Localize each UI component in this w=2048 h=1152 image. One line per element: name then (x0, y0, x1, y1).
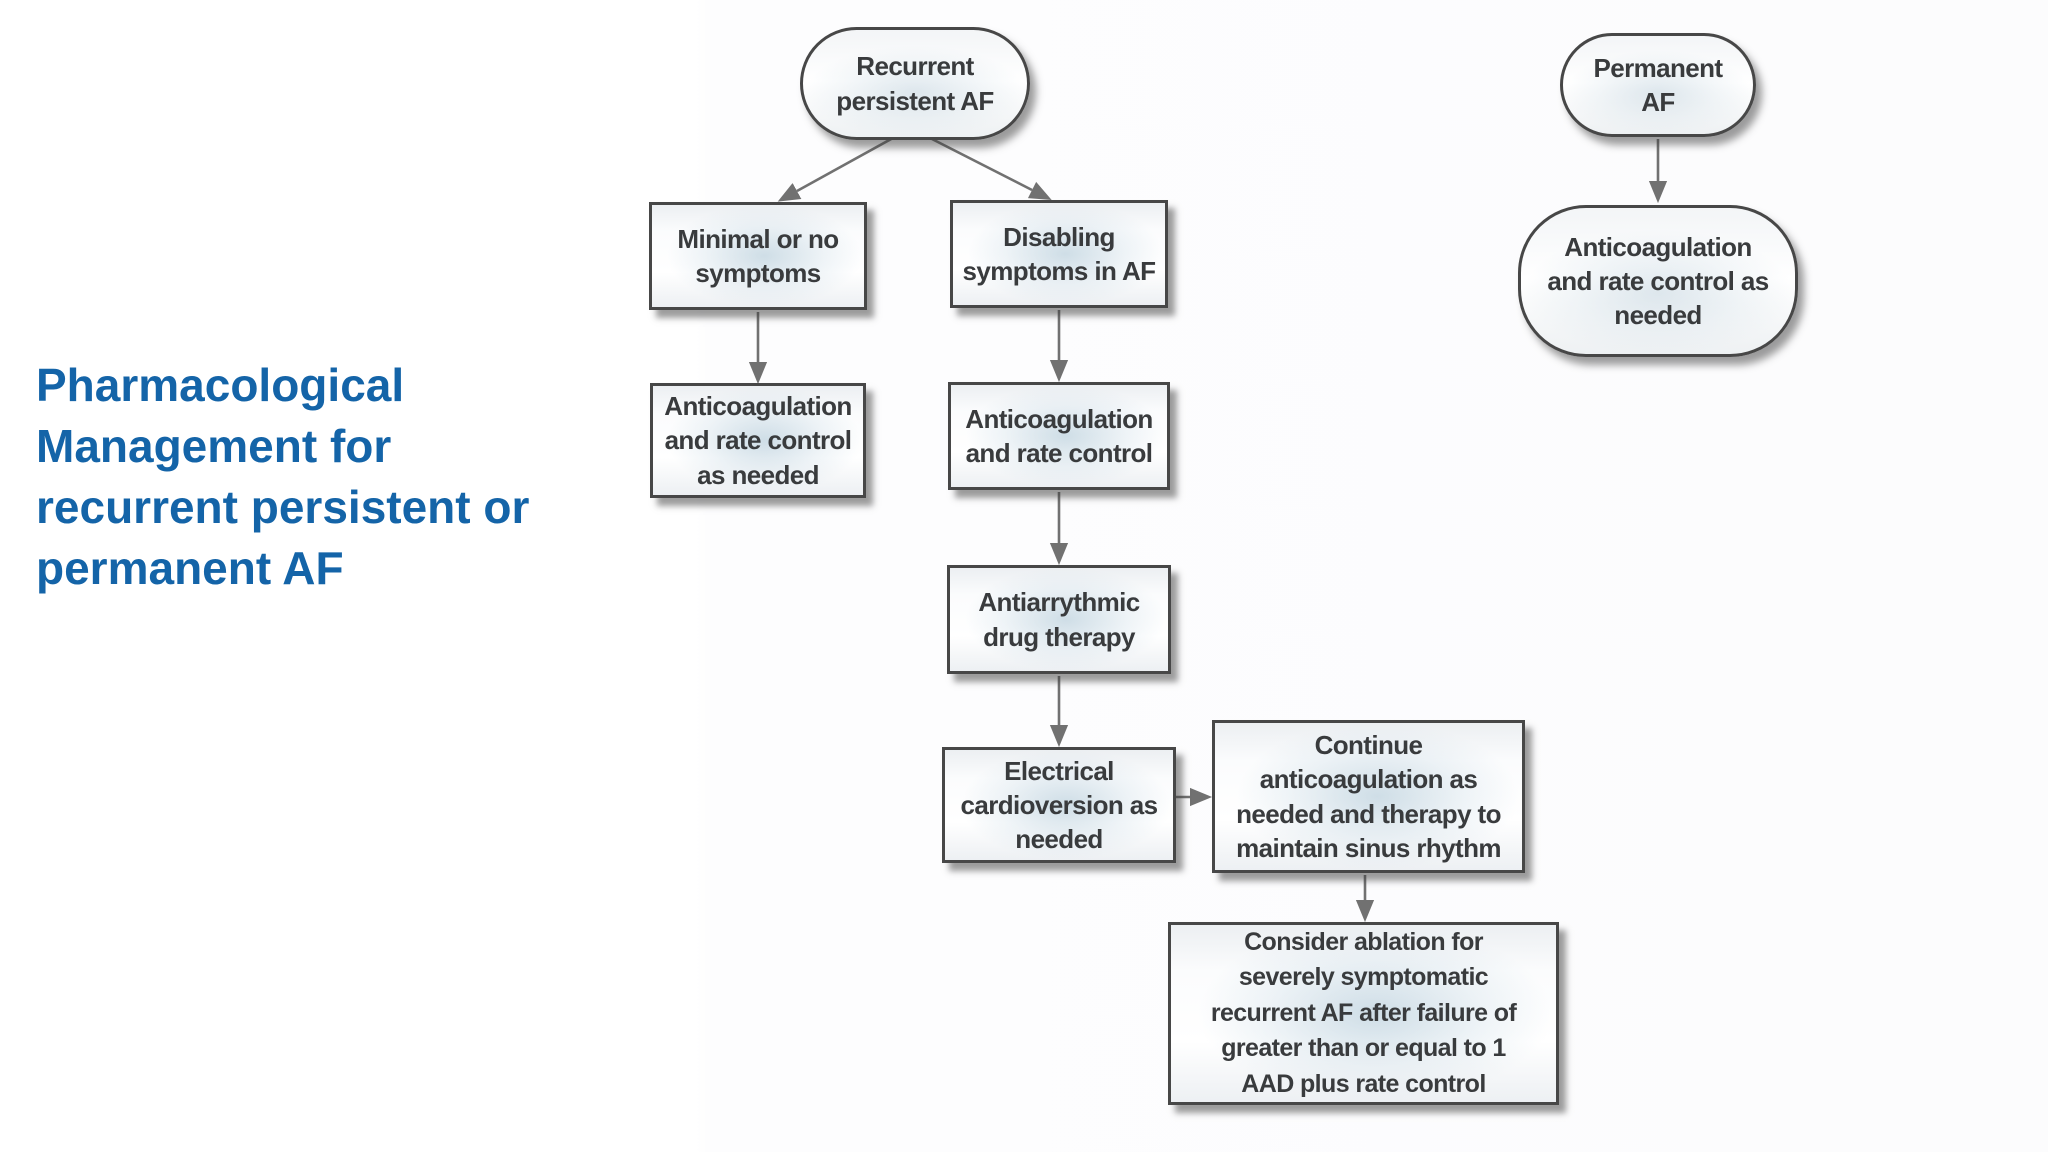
node-anticoagulation-rate-control-as-needed-left: Anticoagulation and rate control as need… (650, 383, 866, 498)
node-anticoagulation-rate-control-as-needed-right: Anticoagulation and rate control as need… (1518, 205, 1798, 357)
node-antiarrythmic-drug-therapy: Antiarrythmic drug therapy (947, 565, 1171, 674)
diagram-title: Pharmacological Management for recurrent… (36, 359, 530, 594)
node-minimal-or-no-symptoms: Minimal or no symptoms (649, 202, 867, 310)
node-disabling-symptoms-in-af: Disabling symptoms in AF (950, 200, 1168, 308)
node-consider-ablation: Consider ablation for severely symptomat… (1168, 922, 1559, 1105)
node-recurrent-persistent-af: Recurrent persistent AF (800, 27, 1030, 140)
connector-arrow-recurrent-to-minimal (777, 136, 894, 202)
node-anticoagulation-and-rate-control: Anticoagulation and rate control (948, 382, 1170, 490)
node-permanent-af: Permanent AF (1560, 33, 1756, 137)
node-continue-anticoagulation: Continue anticoagulation as needed and t… (1212, 720, 1525, 873)
node-electrical-cardioversion-as-needed: Electrical cardioversion as needed (942, 747, 1176, 863)
connector-arrow-recurrent-to-disabling (931, 137, 1052, 201)
